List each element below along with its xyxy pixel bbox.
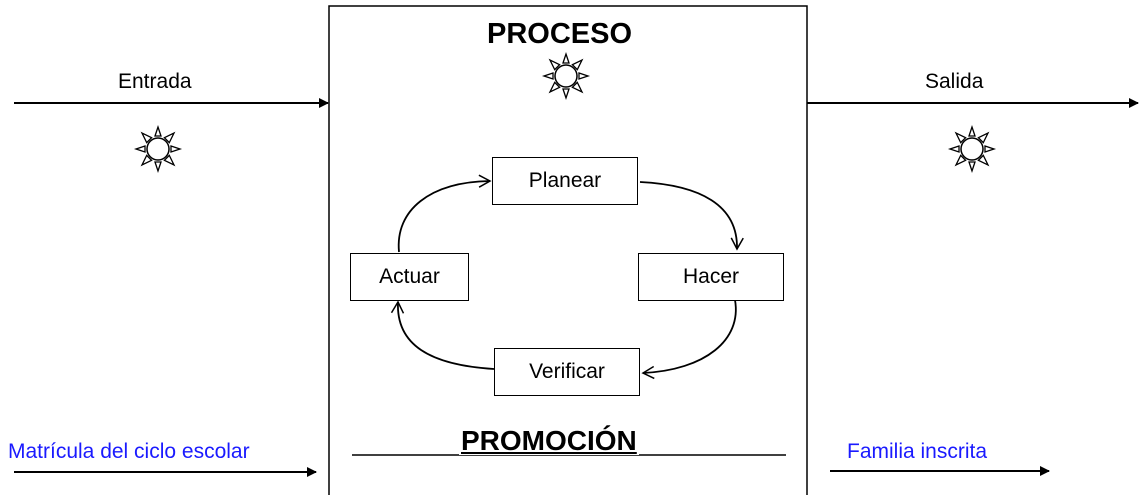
cycle-arrow-act-to-plan [397,174,492,253]
cycle-arrow-do-to-check [641,299,737,380]
output-note: Familia inscrita [847,440,988,463]
process-footer: PROMOCIÓN [459,425,639,456]
act-label: Actuar [379,265,440,288]
do-box: Hacer [638,253,784,301]
check-label: Verificar [529,360,605,383]
output-label: Salida [925,70,984,93]
process-frame [328,5,808,495]
cycle-arrow-check-to-act [390,300,495,370]
sun-icon [133,124,183,174]
plan-label: Planear [528,169,602,192]
sun-icon [947,124,997,174]
input-label: Entrada [118,70,192,93]
cycle-arrow-plan-to-do [639,181,744,251]
plan-box: Planear [492,157,638,205]
input-note: Matrícula del ciclo escolar [8,440,250,463]
sun-icon [541,51,591,101]
process-title: PROCESO [487,18,633,50]
act-box: Actuar [350,253,469,301]
check-box: Verificar [494,348,640,396]
do-label: Hacer [682,265,740,288]
